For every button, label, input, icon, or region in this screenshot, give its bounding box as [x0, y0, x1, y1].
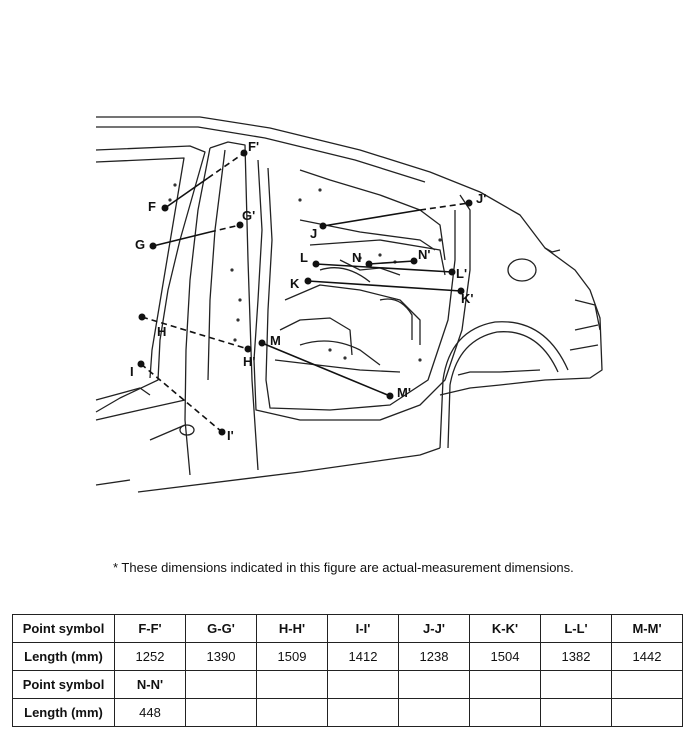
length-cell [327, 698, 399, 727]
length-cell [540, 698, 612, 727]
length-cell [398, 698, 470, 727]
symbol-cell [327, 670, 399, 699]
symbol-cell: F-F' [114, 614, 186, 643]
point-labels: F F' G G' H H' I I' J J' K K' L L' M M' … [130, 139, 486, 443]
symbol-cell: K-K' [469, 614, 541, 643]
label-L: L [300, 250, 308, 265]
point-I-prime [218, 428, 226, 436]
label-K-prime: K' [461, 291, 473, 306]
symbol-cell: H-H' [256, 614, 328, 643]
table-row-symbols-1: Point symbol F-F' G-G' H-H' I-I' J-J' K-… [12, 614, 683, 643]
point-L [312, 260, 320, 268]
point-L-prime [448, 268, 456, 276]
point-N [365, 260, 373, 268]
length-cell: 1382 [540, 642, 612, 671]
point-M-prime [386, 392, 394, 400]
measurement-note: * These dimensions indicated in this fig… [113, 560, 574, 575]
symbol-cell [185, 670, 257, 699]
point-N-prime [410, 257, 418, 265]
length-cell: 448 [114, 698, 186, 727]
point-H-prime [244, 345, 252, 353]
symbol-cell [469, 670, 541, 699]
symbol-cell: J-J' [398, 614, 470, 643]
measurement-points [137, 149, 473, 436]
point-K-prime [457, 287, 465, 295]
label-L-prime: L' [456, 266, 467, 281]
body-holes [168, 183, 442, 362]
label-G-prime: G' [242, 208, 255, 223]
length-cell: 1504 [469, 642, 541, 671]
point-G [149, 242, 157, 250]
label-J: J [310, 226, 317, 241]
symbol-cell: M-M' [611, 614, 683, 643]
table-row-lengths-1: Length (mm) 1252 1390 1509 1412 1238 150… [12, 642, 683, 671]
label-H-prime: H' [243, 354, 255, 369]
point-J [319, 222, 327, 230]
label-G: G [135, 237, 145, 252]
point-I [137, 360, 145, 368]
length-cell [611, 698, 683, 727]
point-H [138, 313, 146, 321]
body-side-diagram: F F' G G' H H' I I' J J' K K' L L' M M' … [95, 116, 603, 493]
point-M [258, 339, 266, 347]
length-cell: 1509 [256, 642, 328, 671]
point-J-prime [465, 199, 473, 207]
label-M: M [270, 333, 281, 348]
symbol-cell: I-I' [327, 614, 399, 643]
label-N: N [352, 250, 361, 265]
row-header-length: Length (mm) [12, 642, 115, 671]
length-cell [256, 698, 328, 727]
point-K [304, 277, 312, 285]
label-I: I [130, 364, 134, 379]
label-F: F [148, 199, 156, 214]
table-row-symbols-2: Point symbol N-N' [12, 670, 683, 699]
length-cell [185, 698, 257, 727]
car-body-outline [95, 116, 603, 493]
symbol-cell: L-L' [540, 614, 612, 643]
symbol-cell: N-N' [114, 670, 186, 699]
symbol-cell [540, 670, 612, 699]
measurement-table: Point symbol F-F' G-G' H-H' I-I' J-J' K-… [12, 614, 683, 727]
length-cell: 1442 [611, 642, 683, 671]
label-M-prime: M' [397, 385, 411, 400]
symbol-cell: G-G' [185, 614, 257, 643]
length-cell [469, 698, 541, 727]
point-F [161, 204, 169, 212]
label-I-prime: I' [227, 428, 234, 443]
row-header-point-symbol: Point symbol [12, 670, 115, 699]
row-header-point-symbol: Point symbol [12, 614, 115, 643]
length-cell: 1412 [327, 642, 399, 671]
length-cell: 1390 [185, 642, 257, 671]
label-N-prime: N' [418, 247, 430, 262]
label-F-prime: F' [248, 139, 259, 154]
label-H: H [157, 324, 166, 339]
label-J-prime: J' [476, 191, 486, 206]
symbol-cell [256, 670, 328, 699]
length-cell: 1252 [114, 642, 186, 671]
row-header-length: Length (mm) [12, 698, 115, 727]
table-row-lengths-2: Length (mm) 448 [12, 698, 683, 727]
point-G-prime [236, 221, 244, 229]
symbol-cell [611, 670, 683, 699]
symbol-cell [398, 670, 470, 699]
label-K: K [290, 276, 300, 291]
point-F-prime [240, 149, 248, 157]
length-cell: 1238 [398, 642, 470, 671]
measurement-lines [140, 152, 470, 433]
